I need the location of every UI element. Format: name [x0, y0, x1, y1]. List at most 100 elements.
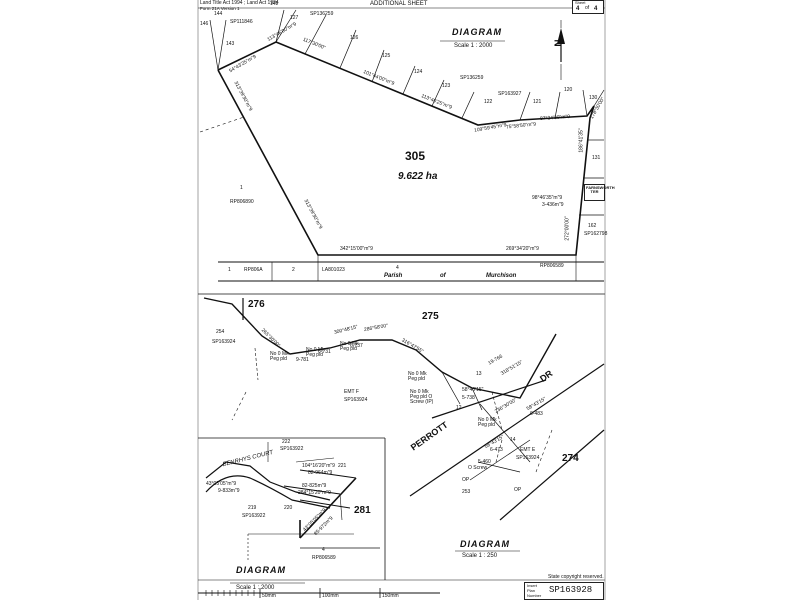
sheet-label: Sheet [575, 0, 586, 5]
top-diagram-title: DIAGRAM [452, 27, 502, 37]
form-line: Form 21A Version 1 [200, 6, 240, 11]
perrott-dr-edge-2 [431, 379, 547, 419]
plan-number: SP163928 [549, 585, 593, 595]
plan-plan-label: Plan [527, 588, 536, 593]
bearing-label: 269°34'20"m"9 [506, 246, 539, 252]
bearing-label: 186°41'35" [578, 128, 585, 153]
emt-e-plan: SP163924 [516, 455, 540, 461]
survey-note: OP [462, 477, 470, 483]
inset-lot-281: 281 [354, 505, 371, 516]
parish-of: of [440, 273, 446, 279]
lot-label: 124 [414, 69, 423, 75]
dist-label: 6-737 [350, 343, 363, 349]
survey-note: No 0 Mk Peg pld [408, 371, 427, 382]
lot-label: 142 [270, 1, 279, 7]
station-number: 13 [476, 371, 482, 377]
scale-50mm: 50mm [262, 593, 276, 599]
dist-label: 5-460 [478, 459, 491, 465]
lot-label: 122 [484, 99, 493, 105]
lot-305-number: 305 [405, 149, 426, 163]
additional-sheet: ADDITIONAL SHEET [370, 1, 428, 7]
bottom-plan-label: LA801023 [322, 267, 345, 273]
plan-number-box: Insert Plan Number SP163928 [524, 582, 604, 600]
inset-diagram-title: DIAGRAM [236, 565, 286, 575]
inset-bearing: 284°15'20"m"9 [298, 490, 331, 496]
dist-label: 9-781 [296, 357, 309, 363]
lot-254-plan: SP163924 [212, 339, 236, 345]
inset-lot-222: 222 [282, 439, 291, 445]
perrott-dr-edge-1 [409, 363, 605, 497]
sheet-box: Sheet 4 of 4 [572, 0, 604, 14]
dist-label: 5-738 [462, 395, 475, 401]
inset-lot-219: 219 [248, 505, 257, 511]
survey-note: O Screw [468, 465, 488, 471]
plan-label: SP163927 [498, 91, 522, 97]
inset-bearing: 82-964m"9 [308, 470, 333, 476]
survey-note: OP [514, 487, 522, 493]
lot-label: 126 [350, 35, 359, 41]
lot-label: 144 [214, 11, 223, 17]
bearing-label: 342°15'00"m"9 [340, 246, 373, 252]
dist-label: 6-731 [318, 349, 331, 355]
plan-number-label: Number [527, 593, 542, 598]
plan-insert-label: Insert [527, 583, 538, 588]
inset-lot-4: 4 [322, 547, 325, 553]
lot-label: 143 [226, 41, 235, 47]
bearing-label: 272°00'00" [564, 216, 571, 241]
bottom-plan-label: RP806589 [540, 263, 564, 269]
lot-label: 146 [200, 21, 209, 27]
parish-word: Parish [384, 273, 403, 279]
lot-label: 121 [533, 99, 542, 105]
parish-name: Murchison [486, 273, 517, 279]
station-number: 14 [510, 437, 516, 443]
survey-note: No 0 Mk Peg pld [478, 417, 497, 428]
plan-label: SP162798 [584, 231, 608, 237]
benrhys-court-edge [205, 461, 331, 501]
lot-274-number: 274 [562, 453, 579, 464]
lot-label: 162 [588, 223, 597, 229]
lot-305-area: 9.622 ha [398, 171, 438, 182]
bottom-diagram-title: DIAGRAM [460, 539, 510, 549]
bearing-label: 58°43'15" [462, 387, 484, 393]
inset-bearing: 43°05'05"m"9 [206, 481, 237, 487]
plan-label: SP136259 [310, 11, 334, 17]
inset-lot-221: 221 [338, 463, 347, 469]
survey-note: No 0 Mk Peg pld O Screw (IP) [410, 389, 434, 405]
sheet-of: of [585, 5, 590, 11]
bottom-lot-label: 1 [228, 267, 231, 273]
inset-bearing: 104°16'20"m"9 [302, 463, 335, 469]
bottom-lot-label: 4 [396, 265, 399, 271]
farnsworth-ter-label: FARNSWORTH TER [586, 185, 615, 194]
inset-plan-222: SP163922 [280, 446, 304, 452]
plan-label: RP806890 [230, 199, 254, 205]
survey-note: No 0 Mk Peg pld [270, 351, 289, 362]
emt-f-label: EMT F [344, 389, 359, 395]
lot-275-number: 275 [422, 311, 439, 322]
lot-label: 130 [589, 95, 598, 101]
bottom-diagram-scale: Scale 1 : 250 [462, 553, 498, 559]
emt-f-plan: SP163924 [344, 397, 368, 403]
inset-lot-220: 220 [284, 505, 293, 511]
scale-150mm: 150mm [382, 593, 399, 599]
perrott-dr-edge-3 [499, 429, 605, 521]
inset-bearing: 9-833m"9 [218, 488, 240, 494]
farnsworth-bearing: 98°46'35"m"9 [532, 195, 563, 201]
farnsworth-ter-box: FARNSWORTH TER [584, 184, 615, 201]
scale-100mm: 100mm [322, 593, 339, 599]
inset-plan-219: SP163922 [242, 513, 266, 519]
farnsworth-dist: 3-436m"9 [542, 202, 564, 208]
lot-label: 123 [442, 83, 451, 89]
lot-276-number: 276 [248, 299, 265, 310]
station-number: 12 [456, 405, 462, 411]
bottom-plan-label: RP806A [244, 267, 263, 273]
sheet-total: 4 [594, 6, 598, 12]
plan-label: SP111846 [230, 19, 253, 25]
lot-254-number: 254 [216, 329, 225, 335]
inset-bearing: 82-825m"9 [302, 483, 327, 489]
lot-label: 127 [290, 15, 299, 21]
lot-253-number: 253 [462, 489, 471, 495]
top-diagram-scale: Scale 1 : 2000 [454, 43, 493, 49]
sheet-number: 4 [576, 6, 580, 12]
inset-diagram-scale: Scale 1 : 2000 [236, 585, 275, 591]
